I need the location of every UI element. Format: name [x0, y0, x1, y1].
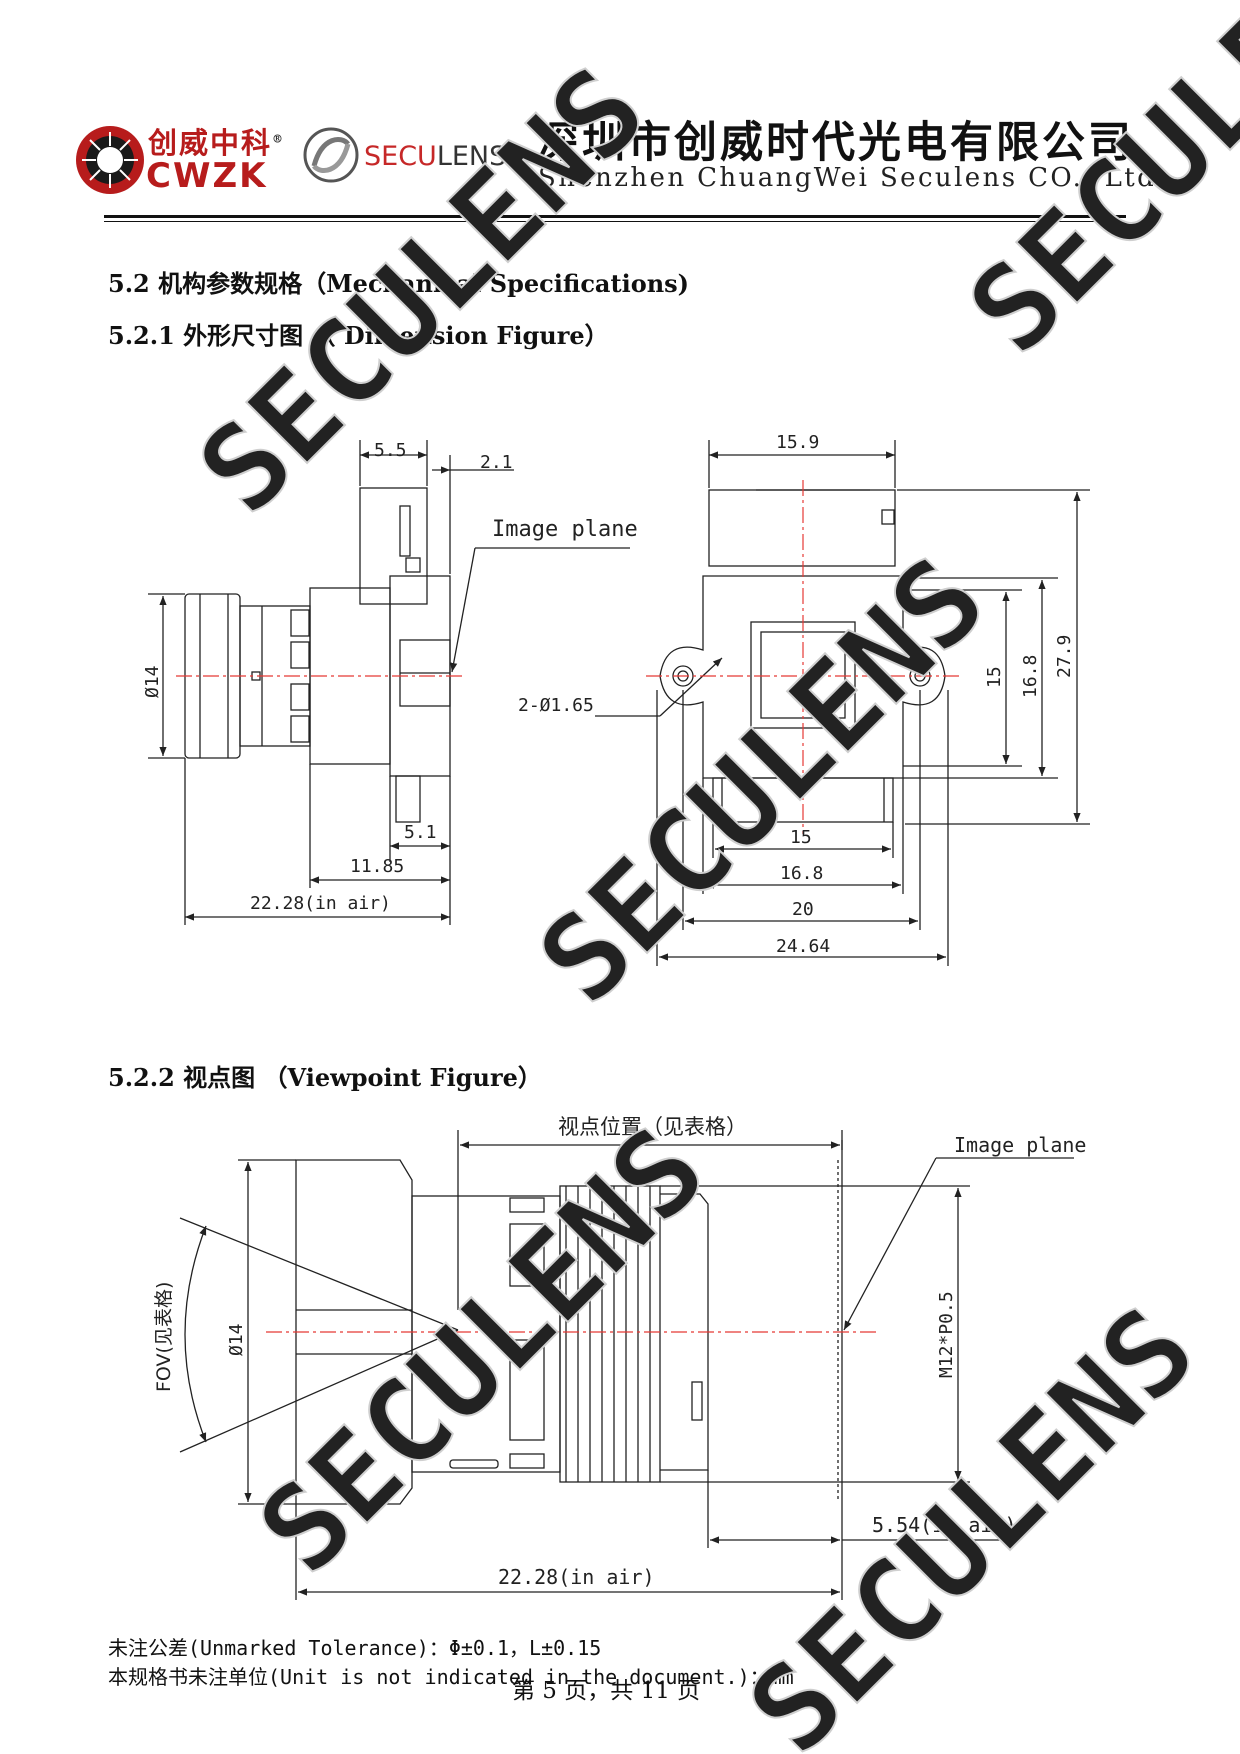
- dim-hole: 2-Ø1.65: [518, 695, 594, 716]
- seculens-logo-icon: [303, 127, 359, 183]
- dim-15-9: 15.9: [776, 432, 819, 453]
- page-number: 第 5 页，共 11 页: [512, 1678, 701, 1704]
- dim-5-54: 5.54(in air): [872, 1513, 1017, 1537]
- unit-note: 本规格书未注单位(Unit is not indicated in the do…: [108, 1665, 794, 1689]
- dim-5-5: 5.5: [374, 440, 407, 461]
- dim-22-28-viewpoint: 22.28(in air): [498, 1565, 655, 1589]
- logo-chinese: 创威中科®: [148, 126, 286, 160]
- dim-20: 20: [792, 899, 814, 920]
- dim-15-horizontal: 15: [790, 827, 812, 848]
- dim-16-8-vertical: 16.8: [1020, 655, 1041, 698]
- image-plane-label-2: Image plane: [954, 1133, 1086, 1157]
- dim-24-64: 24.64: [776, 936, 830, 957]
- dim-16-8-horizontal: 16.8: [780, 863, 823, 884]
- dim-22-28-side: 22.28(in air): [250, 893, 391, 914]
- company-name-chinese: 深圳市创威时代光电有限公司: [536, 118, 1134, 168]
- section-5-2-heading: 5.2 机构参数规格（Mechanical Specifications): [108, 269, 690, 298]
- dim-15-vertical: 15: [984, 666, 1005, 688]
- seculens-brand: SECULENS®: [364, 141, 517, 172]
- tolerance-note: 未注公差(Unmarked Tolerance)：Φ±0.1，L±0.15: [108, 1636, 602, 1660]
- dim-phi14-side: Ø14: [142, 665, 163, 698]
- logo-english: CWZK: [146, 156, 268, 196]
- dim-phi14-viewpoint: Ø14: [226, 1323, 247, 1356]
- fov-label: FOV(见表格): [153, 1282, 175, 1392]
- side-holder-upper: [359, 487, 428, 605]
- thread-spec-label: M12*P0.5: [936, 1291, 957, 1378]
- viewpoint-position-label: 视点位置（见表格）: [558, 1115, 747, 1139]
- image-plane-label: Image plane: [492, 517, 638, 542]
- cwzk-logo-icon: [76, 126, 144, 194]
- header-rule-thick: [104, 215, 1126, 218]
- company-name-english: Shenzhen ChuangWei Seculens CO., Ltd.: [538, 163, 1167, 193]
- thread-section: [559, 1185, 661, 1483]
- section-5-2-2-heading: 5.2.2 视点图 （Viewpoint Figure）: [108, 1063, 542, 1092]
- dim-27-9: 27.9: [1054, 635, 1075, 678]
- header-rule-thin: [104, 221, 1126, 222]
- thread-ridges: [565, 1186, 651, 1482]
- section-5-2-1-heading: 5.2.1 外形尺寸图 （ Dimension Figure）: [108, 321, 609, 350]
- dim-5-1: 5.1: [404, 822, 437, 843]
- dim-11-85: 11.85: [350, 856, 404, 877]
- dim-2-1: 2.1: [480, 452, 513, 473]
